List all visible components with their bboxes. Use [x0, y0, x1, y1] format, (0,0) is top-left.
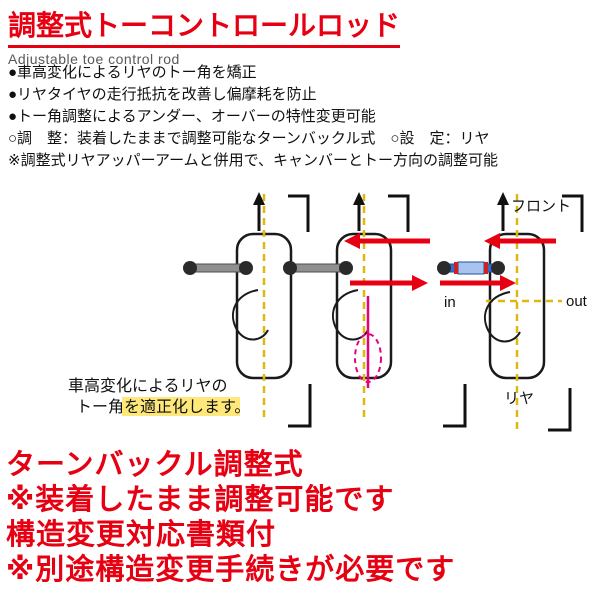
knuckle-outline [483, 291, 521, 343]
knuckle-outline [231, 289, 269, 341]
rod-end-bushing [239, 261, 253, 275]
rod-end-bushing [491, 261, 505, 275]
up-arrow-head [353, 192, 365, 205]
caption-line1: 車高変化によるリヤの [68, 377, 228, 395]
caption-line2: トー角を適正化します。 [76, 398, 250, 416]
bottom-bracket [443, 384, 467, 428]
footer-claims: ターンバックル調整式 ※装着したまま調整可能です 構造変更対応書類付 ※別途構造… [6, 448, 455, 588]
top-bracket [562, 194, 584, 232]
toe-diagram-svg: 車高変化によるリヤの トー角を適正化します。 [68, 192, 588, 432]
turnbuckle-body [457, 261, 485, 275]
header: 調整式トーコントロールロッド Adjustable toe control ro… [8, 4, 401, 67]
rod-end-bushing [183, 261, 197, 275]
diagram-caption: 車高変化によるリヤの トー角を適正化します。 [68, 377, 250, 416]
footer-line: ※装着したまま調整可能です [6, 484, 395, 516]
footer-line: 構造変更対応書類付 [6, 519, 277, 551]
bottom-bracket [288, 384, 312, 428]
adjust-arrow-right-head [500, 275, 516, 291]
push-arrow-right-head [412, 275, 428, 291]
footer-line: ターンバックル調整式 [6, 449, 304, 481]
in-label: in [444, 294, 456, 311]
feature-item: ●トー角調整によるアンダー、オーバーの特性変更可能 [8, 108, 376, 125]
feature-item: ○調 整：装着したままで調整可能なターンバックル式 ○設 定：リヤ [8, 130, 490, 147]
rod-end-bushing [437, 261, 451, 275]
adjust-arrow-left-head [484, 233, 500, 249]
toe-highlight-circle [354, 333, 382, 383]
footer-line: ※別途構造変更手続きが必要です [6, 554, 456, 586]
wheel-diagram-toe-change [283, 192, 467, 428]
lock-nut [454, 262, 458, 274]
pull-arrow-left-head [344, 233, 360, 249]
wheel-diagram-stock [183, 192, 312, 428]
up-arrow-head [253, 192, 265, 205]
top-bracket [288, 194, 310, 232]
lock-nut [484, 262, 488, 274]
page-title: 調整式トーコントロールロッド [8, 4, 401, 48]
bottom-bracket [548, 388, 572, 432]
toe-diagram: 車高変化によるリヤの トー角を適正化します。 [0, 188, 600, 453]
rod-end-bushing [283, 261, 297, 275]
rod-end-bushing [339, 261, 353, 275]
up-arrow-head [497, 192, 509, 205]
top-bracket [388, 194, 410, 232]
front-label: フロント [511, 198, 571, 215]
wheel-diagram-adjustable-rod: in out フロント リヤ [437, 192, 588, 432]
caption-highlight [122, 397, 240, 416]
feature-item: ●車高変化によるリヤのトー角を矯正 [8, 64, 257, 81]
rear-label: リヤ [504, 390, 534, 407]
feature-list: ●車高変化によるリヤのトー角を矯正 ●リヤタイヤの走行抵抗を改善し偏摩耗を防止 … [8, 62, 498, 172]
feature-item: ※調整式リヤアッパーアームと併用で、キャンバーとトー方向の調整可能 [8, 152, 499, 169]
caption-line2-prefix: トー角 [76, 398, 124, 416]
feature-item: ●リヤタイヤの走行抵抗を改善し偏摩耗を防止 [8, 86, 317, 103]
knuckle-outline [331, 289, 369, 341]
page-subtitle: Adjustable toe control rod [8, 51, 180, 67]
caption-line2-highlight: を適正化します。 [124, 398, 250, 416]
out-label: out [566, 293, 588, 310]
